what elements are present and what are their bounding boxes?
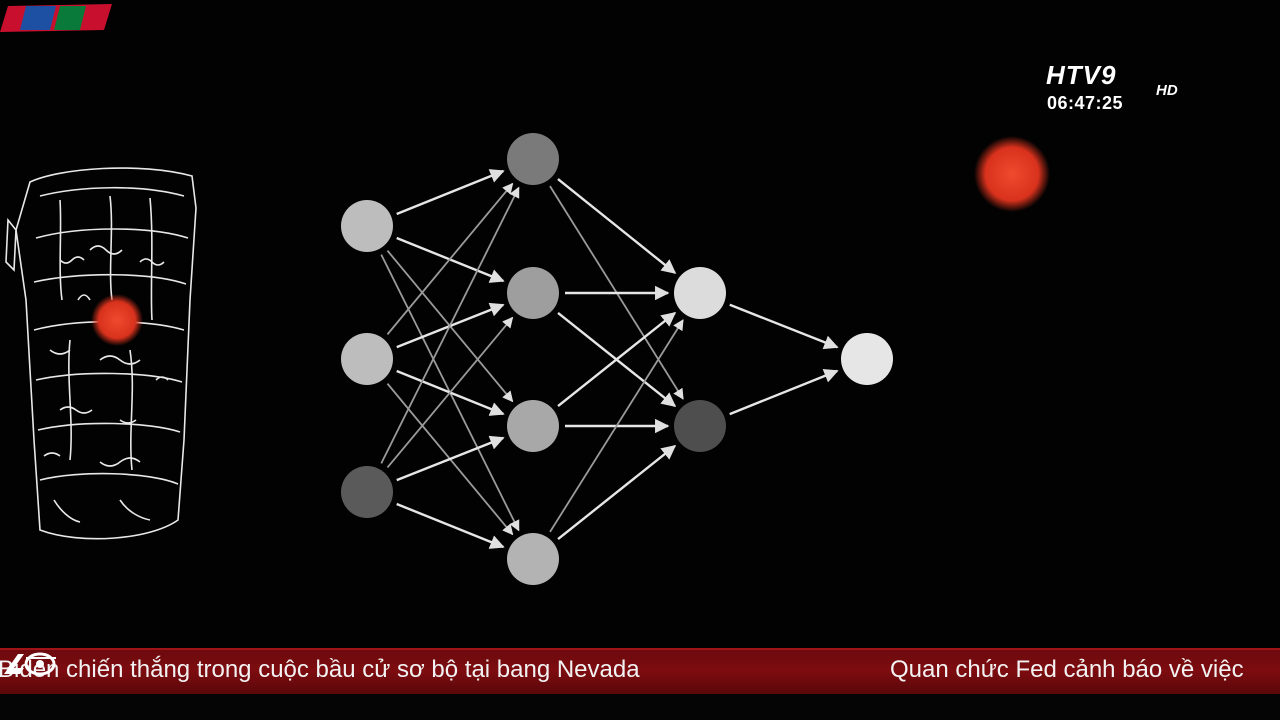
edge-l2-1-0 [729,369,839,416]
ticker-top-border [0,648,1280,650]
news-ticker: Biden chiến thắng trong cuộc bầu cử sơ b… [0,648,1280,694]
node-layer1-2 [507,400,559,452]
edge-l1-2-0 [557,311,677,408]
network-edges [380,169,839,549]
edge-l0-2-3 [396,502,505,549]
edge-l0-0-0 [396,169,505,216]
edge-l1-3-0 [549,319,684,533]
node-layer0-0 [341,200,393,252]
broadcast-clock: 06:47:25 [1047,93,1124,113]
node-layer1-1 [507,267,559,319]
node-layer0-1 [341,333,393,385]
htv9-logo-icon [0,4,112,32]
node-layer3-0 [841,333,893,385]
anniversary-logo-icon [4,652,56,676]
edge-l0-2-0 [380,186,520,464]
ticker-headline-left: Biden chiến thắng trong cuộc bầu cử sơ b… [0,656,640,683]
edge-l2-0-0 [729,303,839,350]
edge-l1-3-1 [557,444,677,541]
edge-l0-2-2 [396,435,505,482]
ticker-headline-right: Quan chức Fed cảnh báo về việc [890,656,1244,683]
channel-logo-text: HTV9 [1046,60,1117,90]
node-layer2-1 [674,400,726,452]
network-nodes [341,133,893,585]
node-layer0-2 [341,466,393,518]
edge-l1-0-0 [557,178,677,274]
highlight-dot-right [974,136,1050,212]
edge-l0-2-1 [386,316,514,469]
bottom-strip [0,694,1280,720]
node-layer2-0 [674,267,726,319]
sketch-cylinder [5,167,197,540]
hd-badge: HD [1156,82,1178,99]
highlight-dot-left [91,294,143,346]
node-layer1-0 [507,133,559,185]
node-layer1-3 [507,533,559,585]
edge-l0-1-0 [386,182,514,335]
